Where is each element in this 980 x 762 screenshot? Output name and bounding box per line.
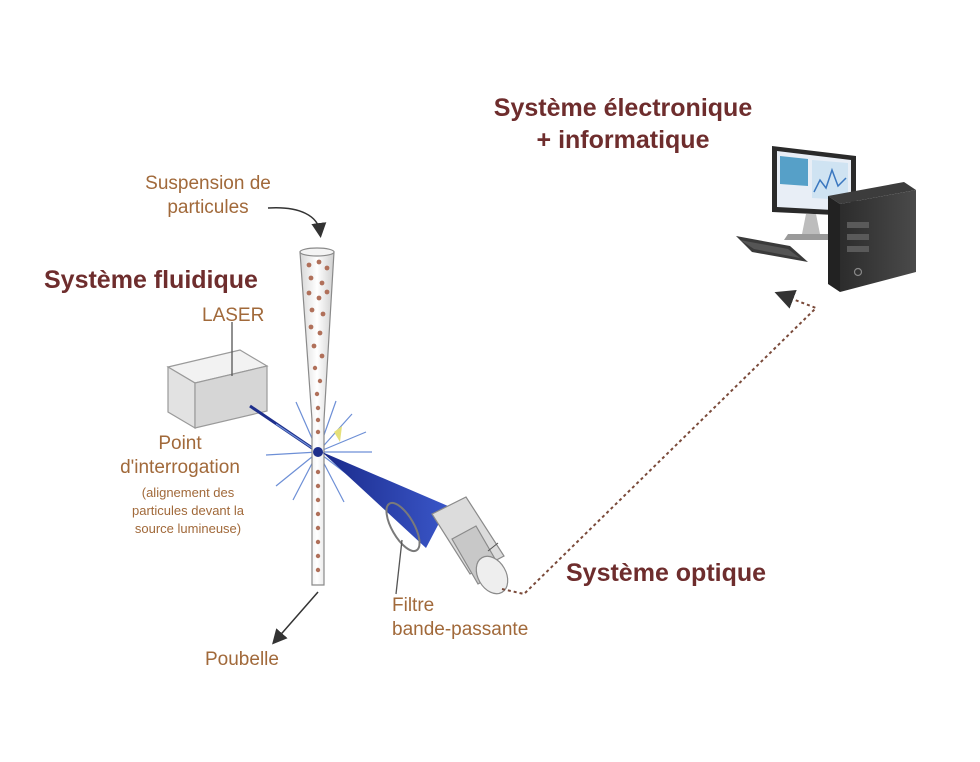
bandpass-filter-label-line2: bande-passante bbox=[392, 619, 529, 640]
laser-label: LASER bbox=[202, 305, 265, 326]
suspension-arrow bbox=[267, 207, 327, 238]
laser-box-icon bbox=[166, 349, 269, 430]
interrogation-point-label: Point d'interrogation bbox=[100, 432, 260, 480]
trash-label: Poubelle bbox=[205, 649, 279, 670]
lens-assembly-icon bbox=[431, 496, 509, 595]
bandpass-filter-label: Filtre bande-passante bbox=[392, 594, 528, 642]
interrogation-flare bbox=[334, 426, 342, 442]
interrogation-point-note-line3: source lumineuse) bbox=[134, 521, 242, 536]
particles bbox=[306, 259, 330, 573]
electronic-system-heading: Système électronique + informatique bbox=[478, 92, 768, 156]
signal-dotted-line bbox=[501, 289, 818, 596]
bandpass-filter-label-line1: Filtre bbox=[392, 595, 435, 616]
fluidic-system-heading: Système fluidique bbox=[44, 266, 258, 294]
collected-light-cone bbox=[322, 452, 448, 548]
interrogation-point-label-line1: Point bbox=[158, 433, 202, 454]
interrogation-point bbox=[313, 447, 323, 457]
suspension-label-line1: Suspension de bbox=[145, 173, 271, 194]
electronic-system-heading-line1: Système électronique bbox=[493, 94, 753, 122]
trash-arrow bbox=[272, 591, 319, 645]
electronic-system-heading-line2: + informatique bbox=[536, 126, 710, 154]
optical-system-heading: Système optique bbox=[566, 559, 767, 587]
bandpass-filter-icon bbox=[385, 501, 421, 553]
interrogation-point-note-line1: (alignement des bbox=[141, 485, 235, 500]
desktop-computer-icon bbox=[736, 146, 916, 292]
suspension-label-line2: particules bbox=[167, 197, 249, 218]
suspension-label: Suspension de particules bbox=[128, 172, 288, 220]
interrogation-point-note: (alignement des particules devant la sou… bbox=[108, 484, 268, 538]
interrogation-point-note-line2: particules devant la bbox=[131, 503, 244, 518]
filter-pointer-line bbox=[395, 539, 403, 595]
interrogation-point-label-line2: d'interrogation bbox=[120, 457, 240, 478]
